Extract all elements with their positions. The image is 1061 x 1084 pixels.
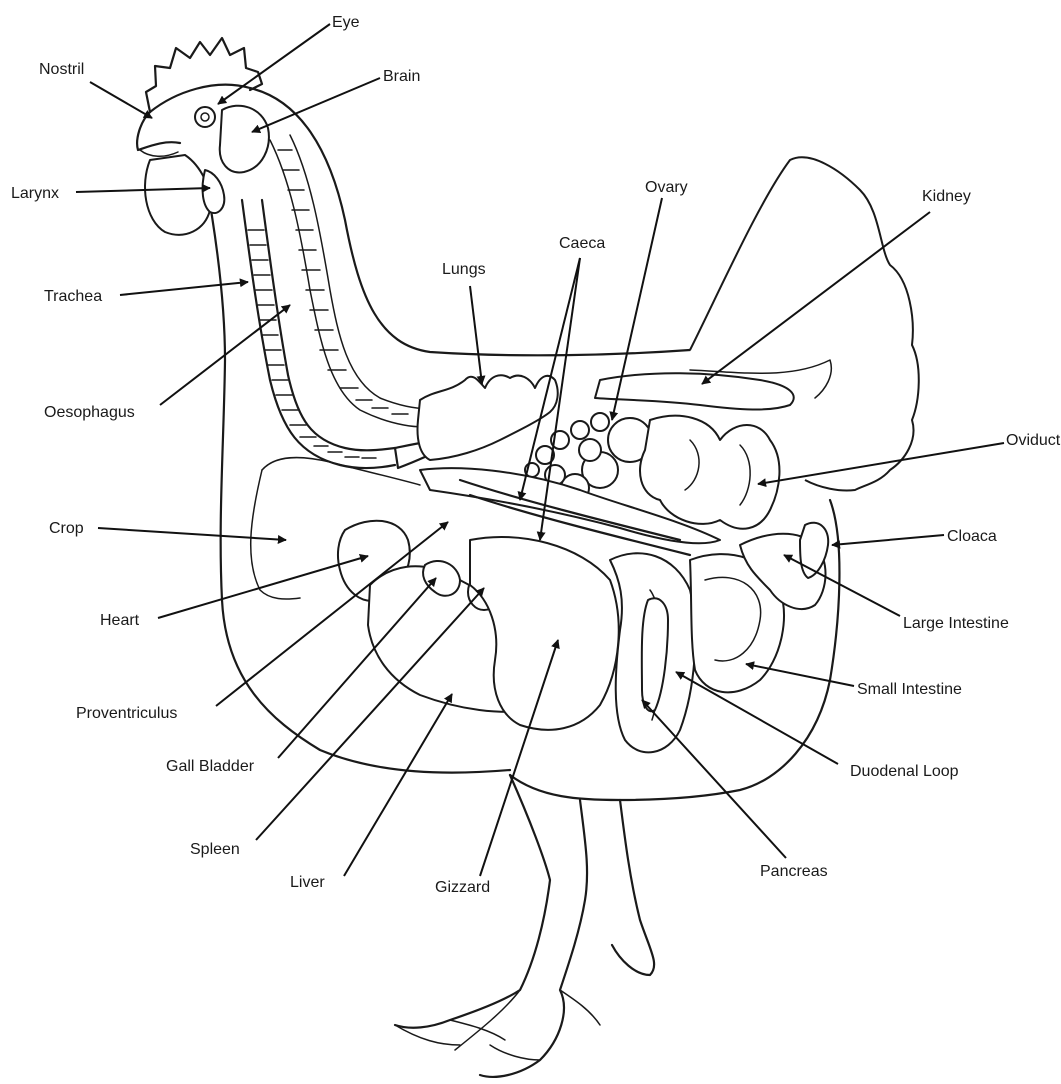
brain-drawing: [220, 106, 269, 173]
label-pancreas: Pancreas: [760, 863, 828, 880]
label-oesophagus: Oesophagus: [44, 404, 135, 421]
leader-liver: [344, 694, 452, 876]
label-large-intestine: Large Intestine: [903, 615, 1009, 632]
label-ovary: Ovary: [645, 179, 688, 196]
label-larynx: Larynx: [11, 185, 59, 202]
comb: [146, 38, 262, 112]
label-gall-bladder: Gall Bladder: [166, 758, 255, 775]
label-brain: Brain: [383, 68, 420, 85]
leader-lungs: [470, 286, 482, 384]
label-caeca: Caeca: [559, 235, 605, 252]
leader-nostril: [90, 82, 152, 118]
label-heart: Heart: [100, 612, 140, 629]
larynx-drawing: [203, 170, 225, 213]
leader-crop: [98, 528, 286, 540]
leader-duodenal-loop: [676, 672, 838, 764]
legs: [395, 775, 654, 1077]
beak: [137, 112, 180, 150]
label-liver: Liver: [290, 874, 325, 891]
lungs-drawing: [418, 375, 558, 460]
label-duodenal-loop: Duodenal Loop: [850, 763, 959, 780]
label-cloaca: Cloaca: [947, 528, 997, 545]
label-nostril: Nostril: [39, 61, 84, 78]
leader-brain: [252, 78, 380, 132]
label-trachea: Trachea: [44, 288, 102, 305]
leader-eye: [218, 24, 330, 104]
label-spleen: Spleen: [190, 841, 240, 858]
spine: [270, 135, 440, 427]
label-proventriculus: Proventriculus: [76, 705, 177, 722]
leader-trachea: [120, 282, 248, 295]
label-lungs: Lungs: [442, 261, 486, 278]
label-oviduct: Oviduct: [1006, 432, 1061, 449]
label-eye: Eye: [332, 14, 360, 31]
label-small-intestine: Small Intestine: [857, 681, 962, 698]
oviduct-drawing: [640, 416, 779, 529]
label-crop: Crop: [49, 520, 84, 537]
leader-cloaca: [832, 535, 944, 545]
label-gizzard: Gizzard: [435, 879, 490, 896]
leader-heart: [158, 556, 368, 618]
eye-drawing: [195, 107, 215, 127]
label-kidney: Kidney: [922, 188, 971, 205]
wattle: [145, 155, 211, 235]
